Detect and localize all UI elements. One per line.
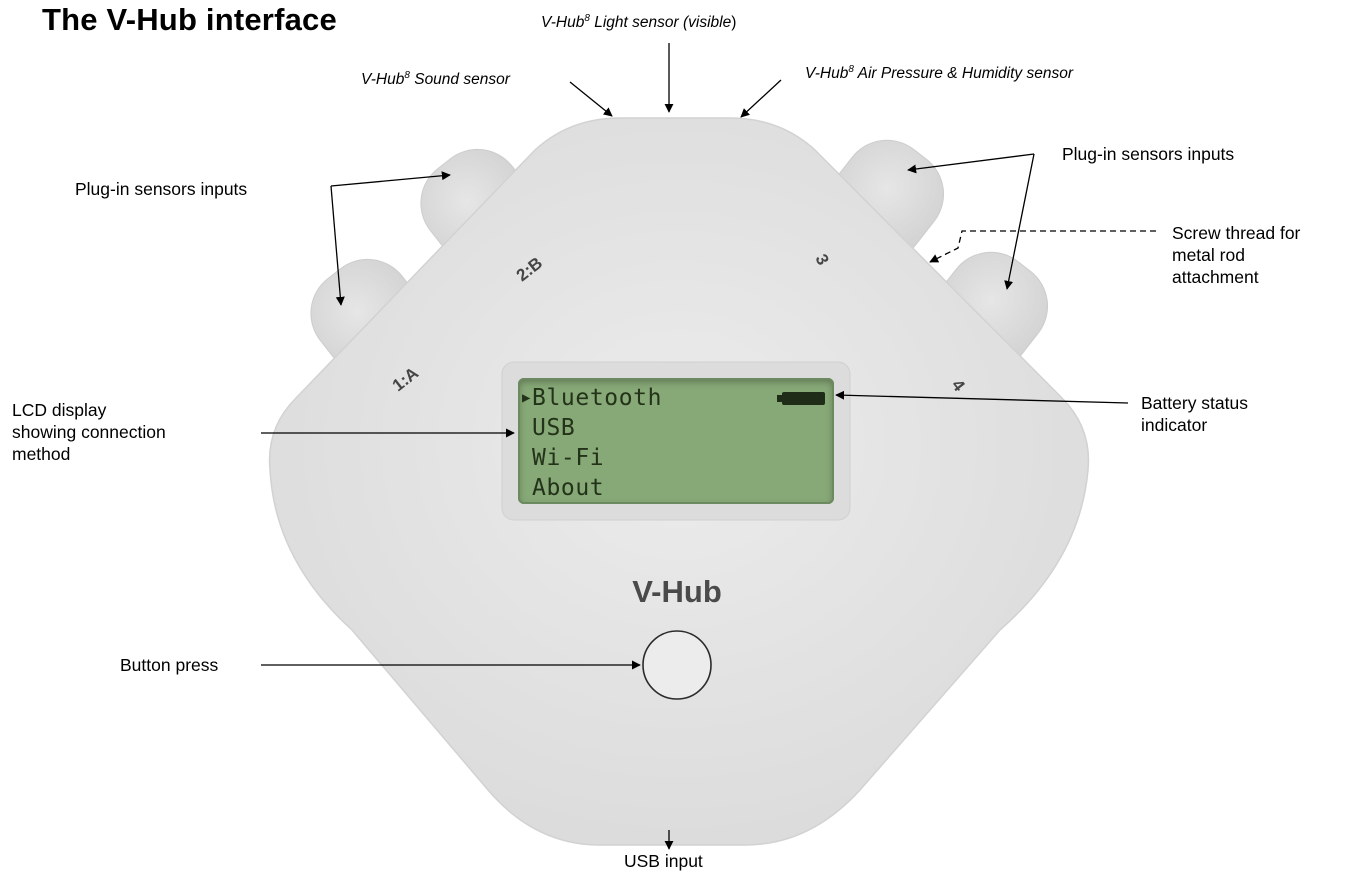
screw-thread-label: Screw thread for metal rod attachment xyxy=(1172,223,1301,287)
sound-sensor-arrow xyxy=(569,81,613,117)
plugin-right-leader-2 xyxy=(1004,153,1035,290)
lcd-menu-item-wifi[interactable]: Wi-Fi xyxy=(532,445,605,471)
usb-input-label: USB input xyxy=(624,851,703,871)
device-brand-label: V-Hub xyxy=(632,574,722,609)
light-sensor-label: V-Hub8 Light sensor (visible) xyxy=(541,13,737,32)
plugin-left-leader-2 xyxy=(330,185,345,306)
pressure-sensor-label: V-Hub8 Air Pressure & Humidity sensor xyxy=(805,64,1073,83)
plugin-left-leader xyxy=(330,171,451,187)
lcd-menu-item-bluetooth[interactable]: ▶Bluetooth xyxy=(522,385,663,411)
battery-status-label: Battery status indicator xyxy=(1141,393,1248,435)
sound-sensor-label: V-Hub8 Sound sensor xyxy=(361,70,510,89)
lcd-menu-item-usb[interactable]: USB xyxy=(532,415,576,441)
battery-icon xyxy=(777,392,825,405)
device-button[interactable] xyxy=(642,630,712,700)
button-press-label: Button press xyxy=(120,655,219,675)
pressure-sensor-arrow xyxy=(740,79,782,118)
battery-status-arrow xyxy=(835,390,1129,404)
lcd-cursor-icon: ▶ xyxy=(522,390,532,406)
lcd-display-label: LCD display showing connection method xyxy=(12,400,166,464)
lcd-menu-item-about[interactable]: About xyxy=(532,475,605,501)
plugin-inputs-left-label: Plug-in sensors inputs xyxy=(75,179,248,199)
plugin-right-leader xyxy=(907,153,1035,174)
page-title: The V-Hub interface xyxy=(42,2,337,37)
lcd-screen: ▶Bluetooth USB Wi-Fi About xyxy=(518,378,834,504)
plugin-inputs-right-label: Plug-in sensors inputs xyxy=(1062,144,1235,164)
screw-thread-leader xyxy=(929,230,1156,263)
